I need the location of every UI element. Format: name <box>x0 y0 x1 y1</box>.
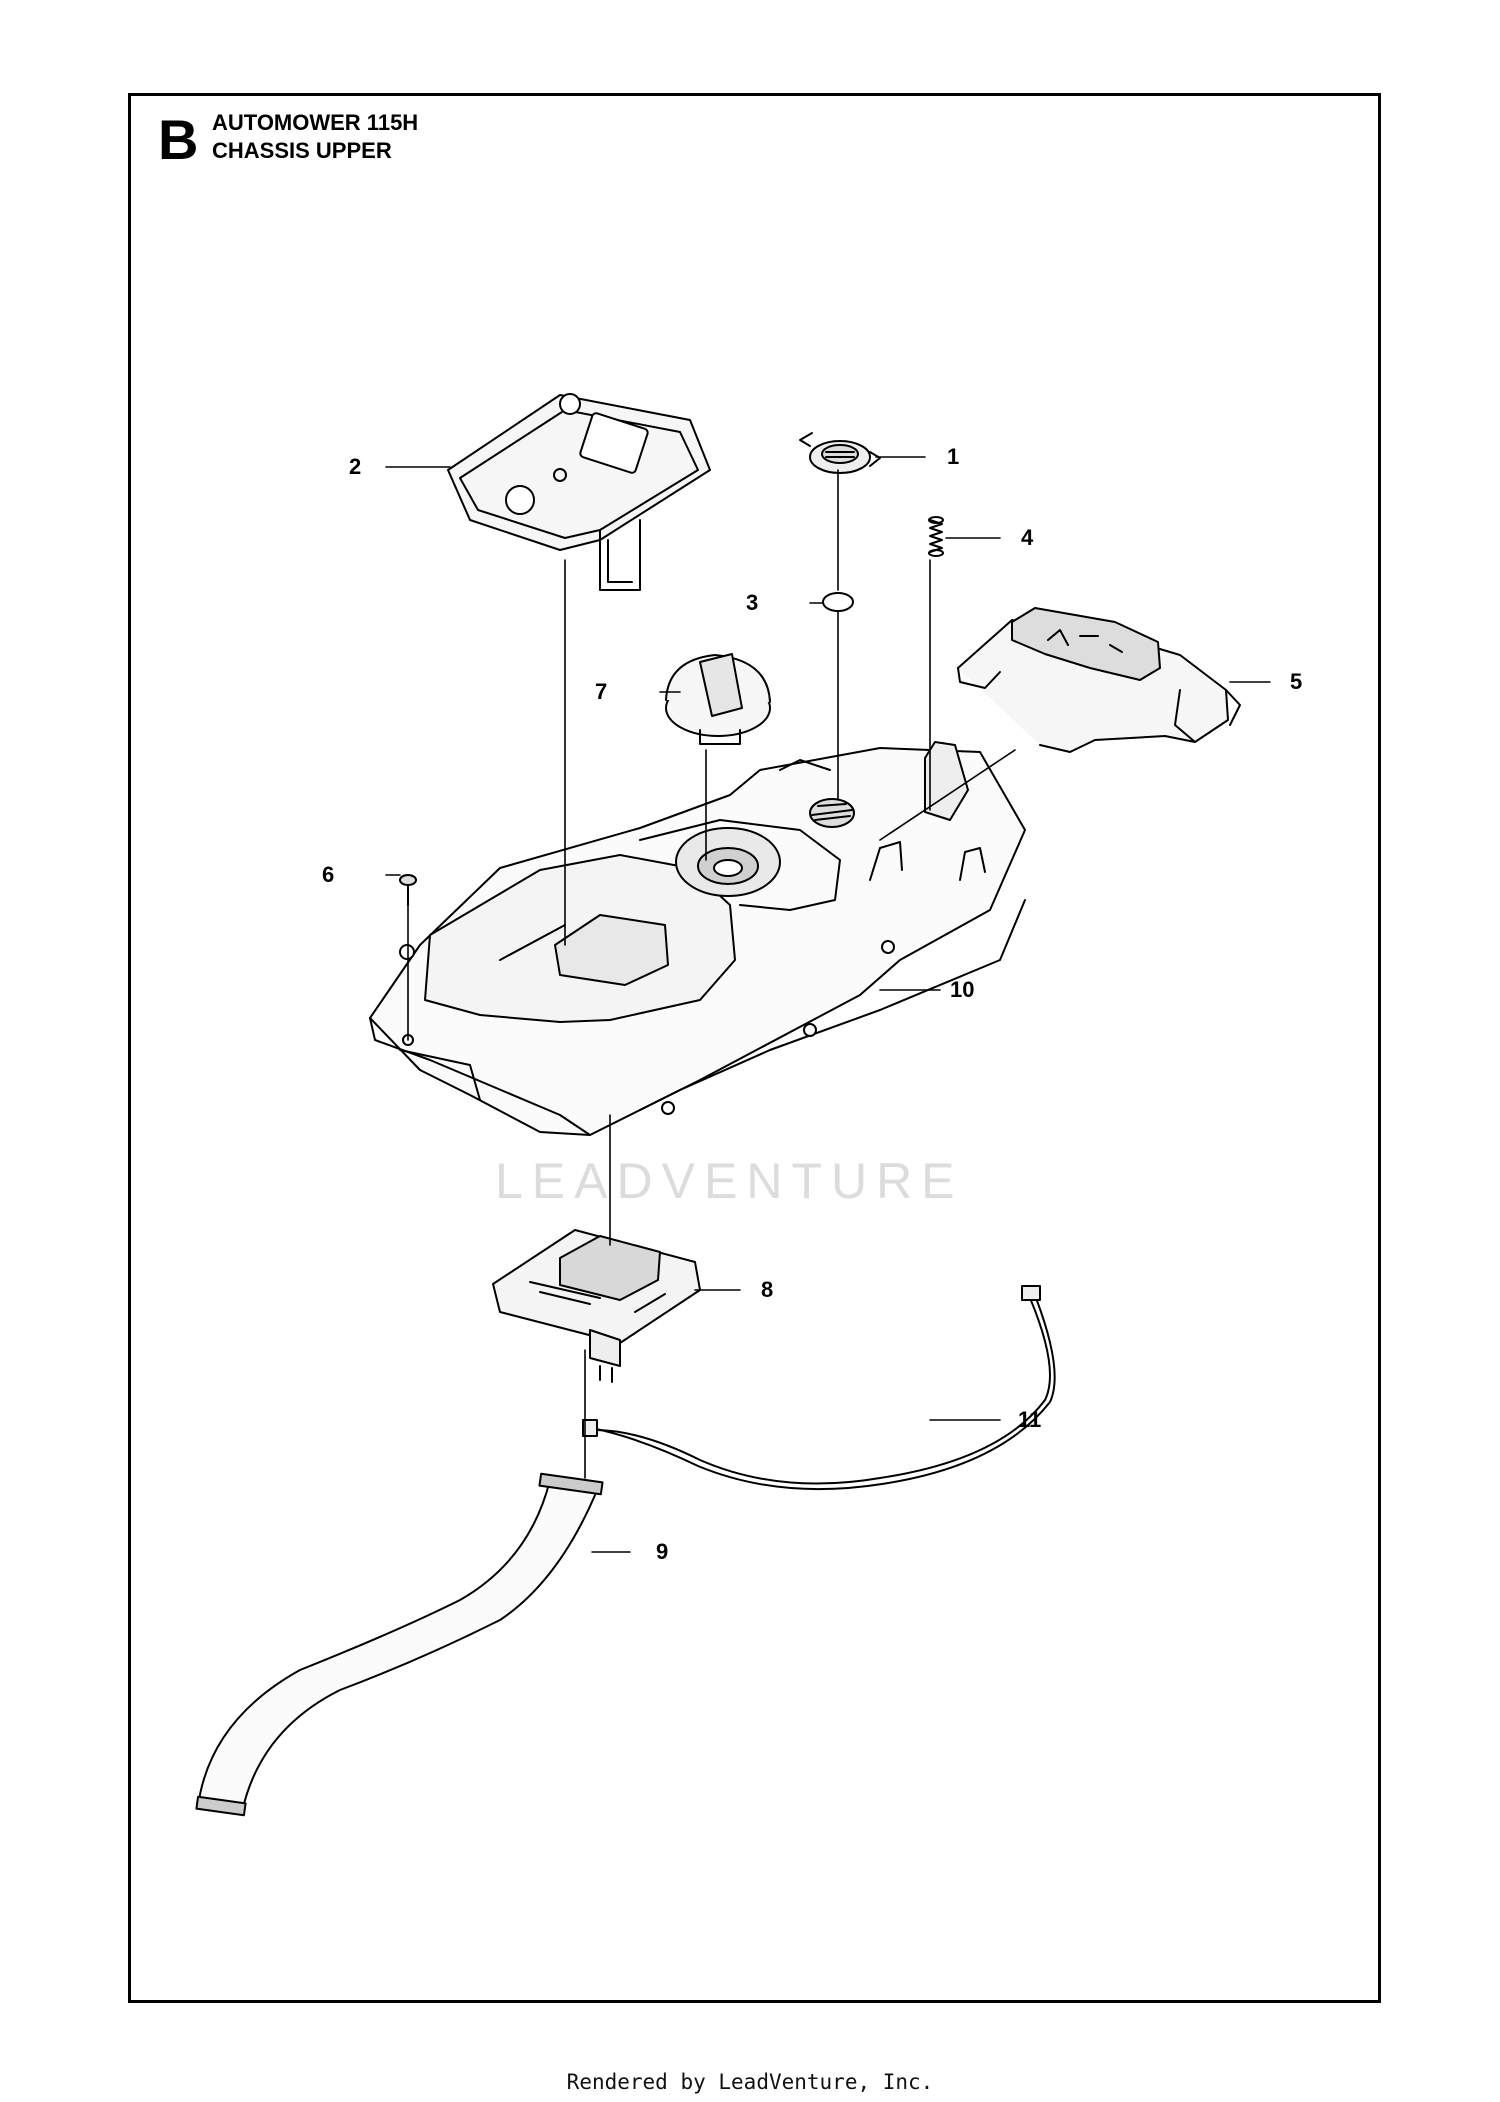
callout-10: 10 <box>950 977 975 1002</box>
callout-7: 7 <box>595 679 608 704</box>
wire-harness-part[interactable] <box>582 1285 1056 1491</box>
callout-5: 5 <box>1290 669 1303 694</box>
o-ring-part[interactable] <box>822 592 854 612</box>
display-cover-part[interactable] <box>447 393 711 591</box>
spring-part[interactable] <box>928 516 944 557</box>
watermark-text: LEADVENTURE <box>495 1153 964 1209</box>
callout-6: 6 <box>322 862 335 887</box>
leader-lines <box>385 456 1271 1553</box>
diagram-title: AUTOMOWER 115H <box>212 110 419 135</box>
chassis-upper-part[interactable] <box>369 741 1026 1136</box>
connector-cap-part[interactable] <box>799 432 881 474</box>
diagram-frame <box>128 93 1381 2003</box>
circuit-board-part[interactable] <box>492 1229 701 1383</box>
stop-button-part[interactable] <box>957 607 1241 753</box>
diagram-subtitle: CHASSIS UPPER <box>212 138 392 163</box>
footer-credit: Rendered by LeadVenture, Inc. <box>566 2070 934 2094</box>
section-letter: B <box>158 108 199 171</box>
callout-4: 4 <box>1021 525 1034 550</box>
callout-2: 2 <box>349 454 362 479</box>
callout-8: 8 <box>761 1277 774 1302</box>
callout-9: 9 <box>656 1539 669 1564</box>
ribbon-cable-part[interactable] <box>195 1472 604 1817</box>
callout-3: 3 <box>746 590 759 615</box>
screw-part[interactable] <box>399 874 417 906</box>
callout-1: 1 <box>947 444 960 469</box>
callout-11: 11 <box>1018 1407 1042 1432</box>
knob-part[interactable] <box>665 653 771 745</box>
